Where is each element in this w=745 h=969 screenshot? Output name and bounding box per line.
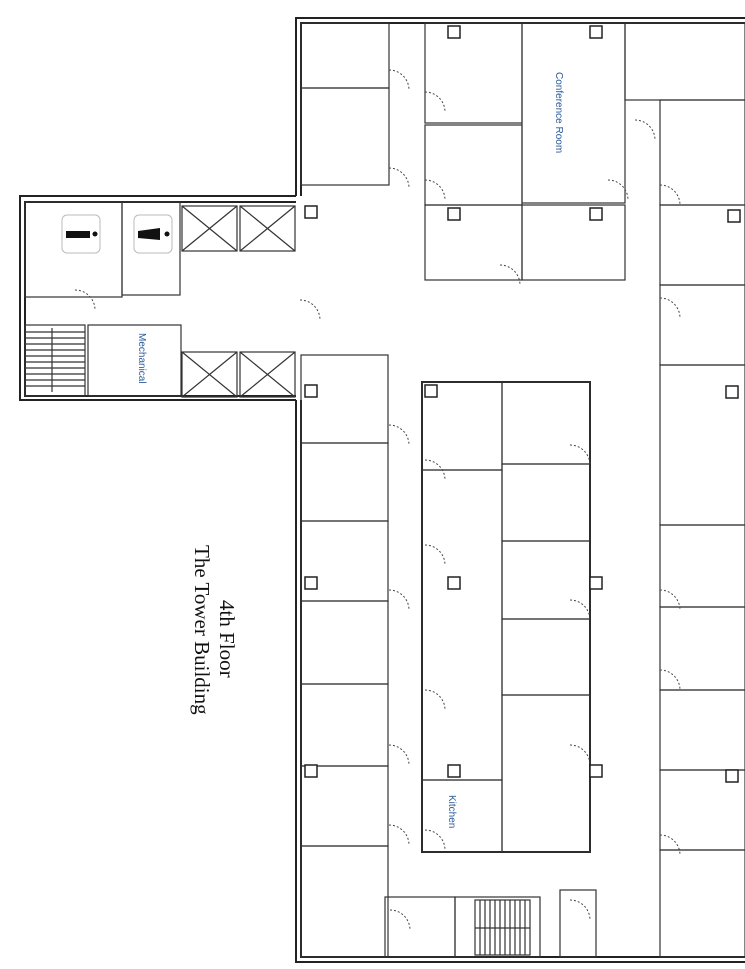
door xyxy=(499,264,521,286)
door xyxy=(424,544,446,566)
office xyxy=(424,124,523,206)
door xyxy=(74,289,96,311)
elevator-shaft xyxy=(181,205,238,252)
top-offices xyxy=(300,22,745,281)
door xyxy=(388,69,410,91)
central-core xyxy=(421,381,591,853)
door xyxy=(659,589,681,611)
mechanical-room xyxy=(87,324,182,397)
office xyxy=(300,22,390,89)
door xyxy=(659,669,681,691)
column xyxy=(589,25,603,39)
column xyxy=(447,207,461,221)
womens-restroom xyxy=(121,201,181,296)
column xyxy=(589,207,603,221)
mens-restroom-icon xyxy=(61,214,101,254)
elevator-shaft xyxy=(239,351,296,398)
door xyxy=(388,589,410,611)
office xyxy=(424,204,523,281)
door xyxy=(569,599,591,621)
door xyxy=(388,167,410,189)
doors xyxy=(74,69,681,931)
kitchen xyxy=(421,779,503,853)
building-title: The Tower Building xyxy=(190,545,214,715)
office xyxy=(521,204,626,281)
column xyxy=(447,576,461,590)
column xyxy=(589,576,603,590)
column xyxy=(304,576,318,590)
column xyxy=(304,384,318,398)
column xyxy=(424,384,438,398)
door xyxy=(569,744,591,766)
conference-room-label: Conference Room xyxy=(553,72,564,153)
elevator-shaft xyxy=(239,205,296,252)
door xyxy=(659,834,681,856)
door xyxy=(388,744,410,766)
door xyxy=(424,689,446,711)
office xyxy=(624,22,745,101)
door xyxy=(424,179,446,201)
door xyxy=(388,424,410,446)
column xyxy=(589,764,603,778)
door xyxy=(389,909,411,931)
right-offices xyxy=(659,99,745,958)
door xyxy=(634,119,656,141)
kitchen-label: Kitchen xyxy=(446,795,457,828)
outer-walls xyxy=(19,17,745,963)
column xyxy=(304,764,318,778)
left-offices xyxy=(300,354,389,958)
column xyxy=(725,385,739,399)
door xyxy=(569,444,591,466)
door xyxy=(659,184,681,206)
door xyxy=(424,91,446,113)
door xyxy=(424,459,446,481)
mechanical-label: Mechanical xyxy=(136,333,147,384)
door xyxy=(299,299,321,321)
door xyxy=(659,297,681,319)
floor-title: 4th Floor xyxy=(215,600,239,678)
stairs-icon xyxy=(474,899,531,956)
door xyxy=(388,824,410,846)
door xyxy=(607,179,629,201)
annex xyxy=(24,201,296,398)
door xyxy=(569,899,591,921)
elevator-shaft xyxy=(181,351,238,398)
office xyxy=(424,22,523,124)
bottom-block xyxy=(384,889,597,958)
columns xyxy=(304,25,741,783)
column xyxy=(725,769,739,783)
stairs-icon xyxy=(24,324,86,397)
door xyxy=(424,829,446,851)
column xyxy=(304,205,318,219)
office xyxy=(300,87,390,186)
womens-restroom-icon xyxy=(133,214,173,254)
column xyxy=(727,209,741,223)
elevator-icon xyxy=(181,205,296,398)
conference-room xyxy=(521,22,626,204)
column xyxy=(447,25,461,39)
column xyxy=(447,764,461,778)
